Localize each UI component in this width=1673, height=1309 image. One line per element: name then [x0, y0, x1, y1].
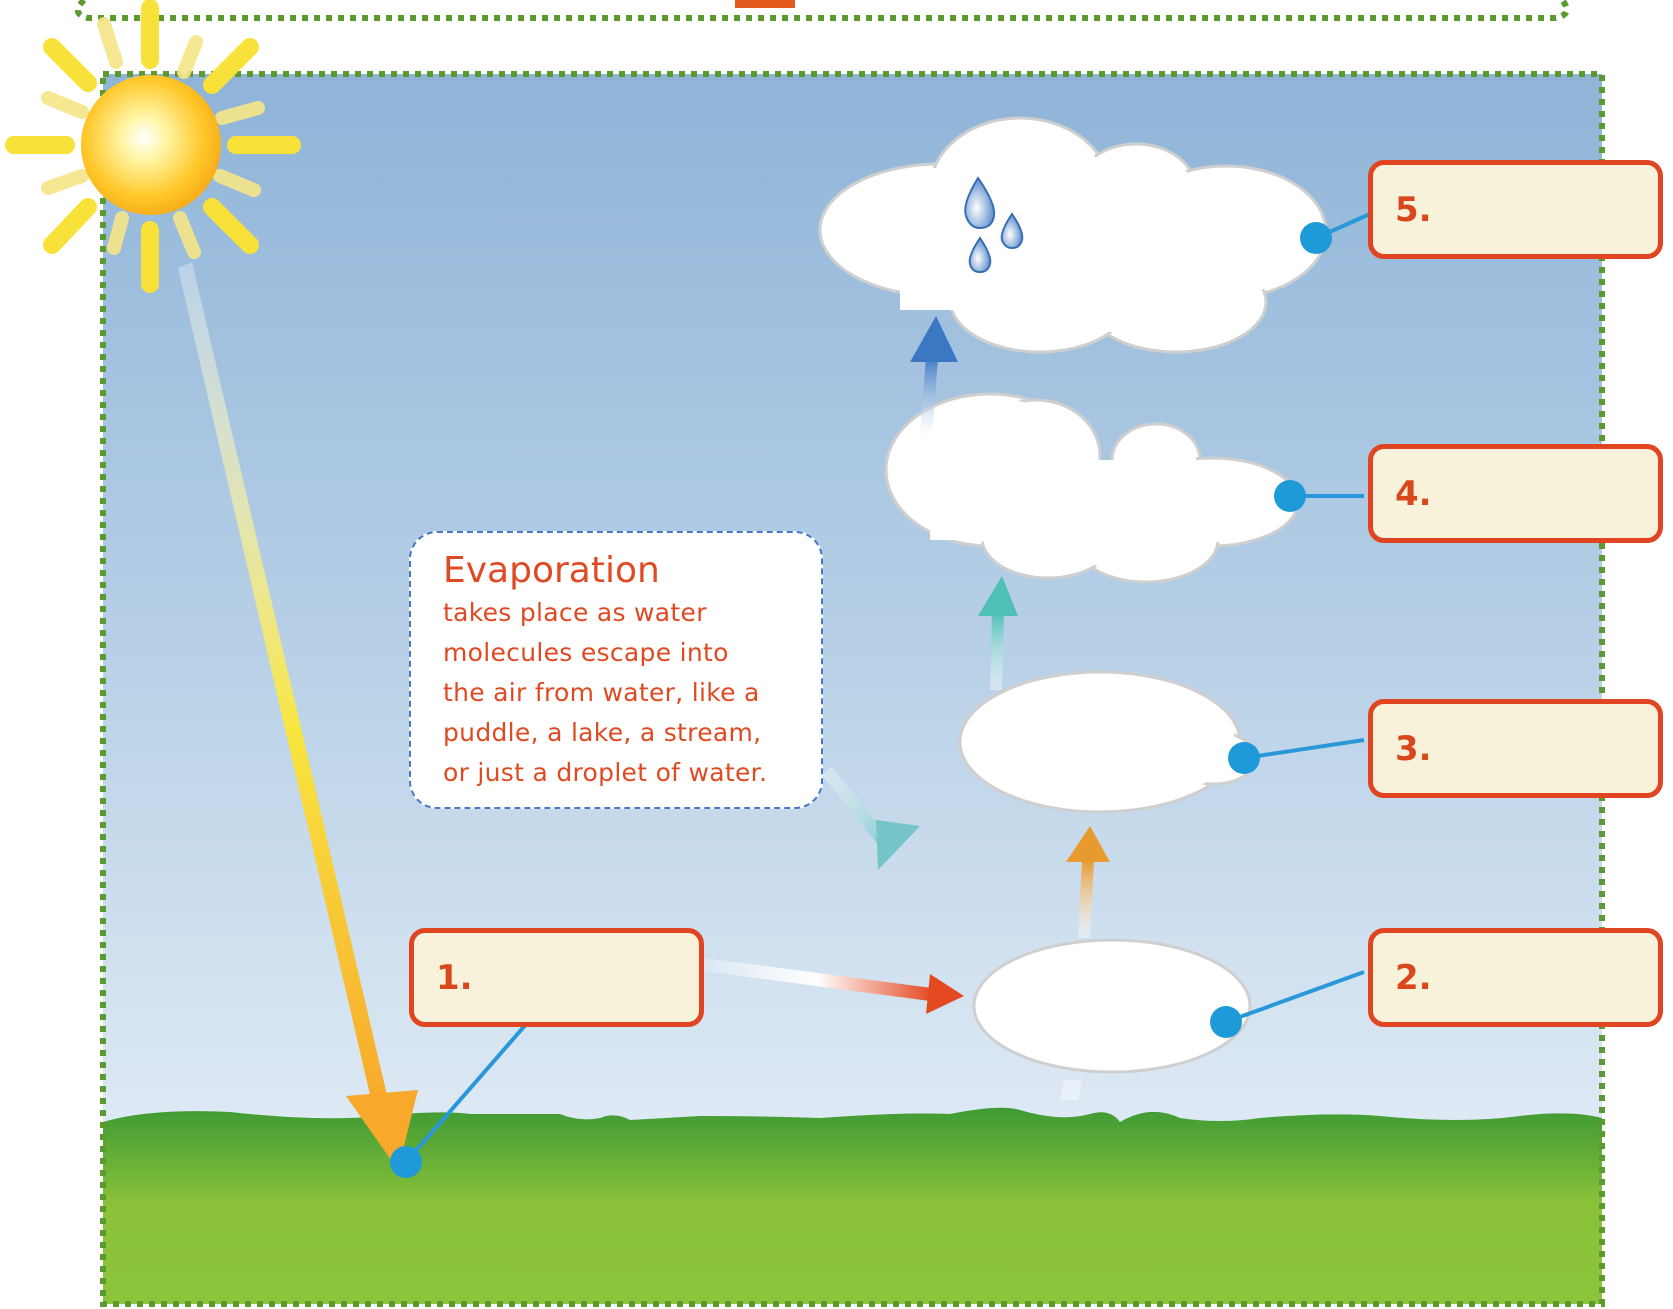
label-number: 5.	[1395, 190, 1432, 230]
label-number: 4.	[1395, 474, 1432, 514]
title-banner-frame	[78, 0, 1567, 18]
callout-title: Evaporation	[443, 549, 807, 593]
grass-ground	[103, 1108, 1602, 1304]
callout-line: puddle, a lake, a stream,	[443, 713, 807, 753]
banner-title-fragment	[735, 0, 795, 8]
callout-line: takes place as water	[443, 593, 807, 633]
evaporation-callout: Evaporation takes place as water molecul…	[409, 531, 823, 809]
label-box-3[interactable]: 3.	[1368, 699, 1663, 798]
callout-line: the air from water, like a	[443, 673, 807, 713]
sun-icon	[14, 8, 292, 284]
callout-line: or just a droplet of water.	[443, 753, 807, 793]
label-box-5[interactable]: 5.	[1368, 160, 1663, 259]
label-number: 1.	[436, 958, 473, 998]
label-box-1[interactable]: 1.	[409, 928, 704, 1027]
label-box-2[interactable]: 2.	[1368, 928, 1663, 1027]
callout-line: molecules escape into	[443, 633, 807, 673]
label-number: 3.	[1395, 729, 1432, 769]
label-number: 2.	[1395, 958, 1432, 998]
label-box-4[interactable]: 4.	[1368, 444, 1663, 543]
